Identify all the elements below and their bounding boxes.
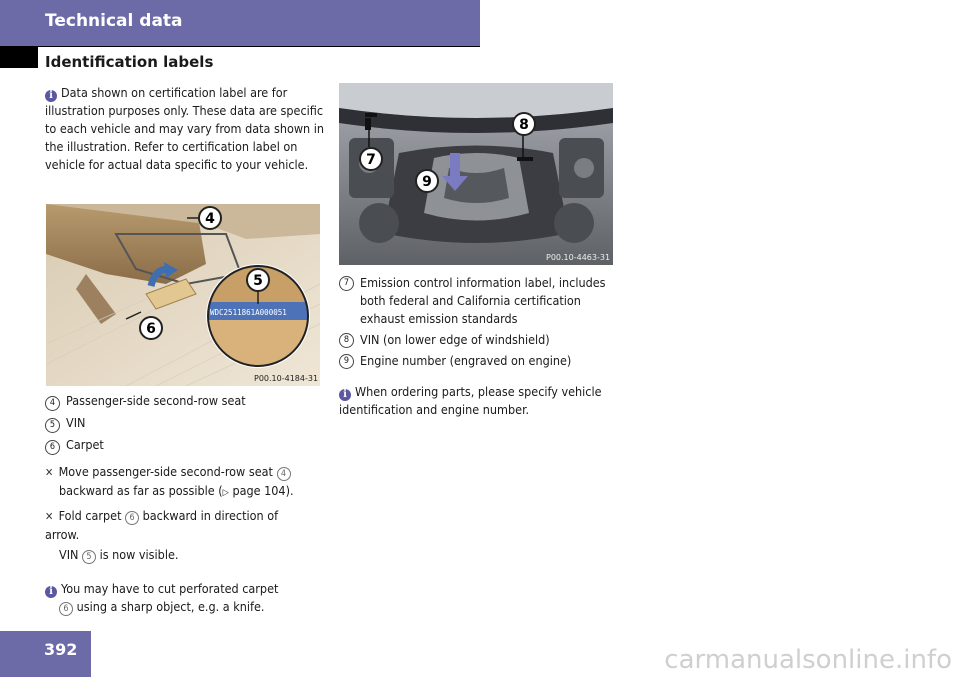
header-bar <box>0 0 480 46</box>
callout-6: 6 <box>139 316 163 340</box>
step-2-result: VIN 5 is now visible. <box>59 547 179 564</box>
seat-vin-illustration: WDC2511861A000051 4 5 6 <box>46 204 320 386</box>
callout-5: 5 <box>246 268 270 292</box>
svg-text:6: 6 <box>146 321 156 337</box>
figure-engine-bay: 7 8 9 P00.10-4463-31 <box>339 83 613 265</box>
instruction-step-2: ✕ Fold carpet 6 backward in direction of… <box>45 508 279 542</box>
instruction-step-1: ✕ Move passenger-side second-row seat 4 … <box>45 464 294 498</box>
svg-text:4: 4 <box>205 211 215 227</box>
svg-text:5: 5 <box>253 273 263 289</box>
svg-text:7: 7 <box>366 152 376 168</box>
svg-text:9: 9 <box>422 174 432 190</box>
vin-label-text: WDC2511861A000051 <box>210 308 287 317</box>
info-icon: i <box>45 586 57 598</box>
header-divider <box>38 46 480 47</box>
engine-bay-illustration: 7 8 9 <box>339 83 613 265</box>
step-arrow-icon: ✕ <box>45 466 54 479</box>
step-arrow-icon: ✕ <box>45 510 54 523</box>
page-number: 392 <box>44 640 78 659</box>
svg-text:8: 8 <box>519 117 529 133</box>
figure-seat-vin: WDC2511861A000051 4 5 6 P00.10-4184-31 <box>46 204 320 386</box>
callout-7: 7 <box>359 147 383 171</box>
info-icon: i <box>45 90 57 102</box>
callout-9: 9 <box>415 169 439 193</box>
section-tab-marker <box>0 46 38 68</box>
watermark: carmanualsonline.info <box>664 645 952 675</box>
page-number-box <box>0 631 91 677</box>
info-icon: i <box>339 389 351 401</box>
callout-8: 8 <box>512 112 536 136</box>
figure-code: P00.10-4463-31 <box>546 253 611 262</box>
page-ref-arrow-icon: ▷ <box>222 488 229 498</box>
section-title: Technical data <box>45 11 183 31</box>
figure-code: P00.10-4184-31 <box>254 374 319 383</box>
callout-4: 4 <box>198 206 222 230</box>
subsection-title: Identification labels <box>45 53 214 71</box>
